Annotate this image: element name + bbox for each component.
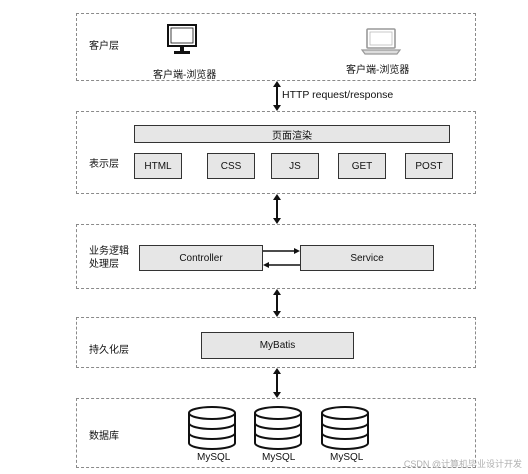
service-box: Service bbox=[300, 245, 434, 271]
js-box: JS bbox=[271, 153, 319, 179]
database-cylinder-icon bbox=[187, 406, 237, 455]
db-label-3: MySQL bbox=[330, 452, 364, 463]
business-layer-label-line1: 业务逻辑 bbox=[89, 246, 129, 257]
client-layer-label: 客户层 bbox=[89, 41, 119, 52]
db-label-1: MySQL bbox=[197, 452, 231, 463]
database-cylinder-icon bbox=[253, 406, 303, 455]
html-box: HTML bbox=[134, 153, 182, 179]
desktop-client-label: 客户端-浏览器 bbox=[153, 70, 217, 81]
persistence-database-arrow bbox=[273, 368, 281, 398]
http-label: HTTP request/response bbox=[282, 89, 394, 101]
business-persistence-arrow bbox=[273, 289, 281, 317]
get-box: GET bbox=[338, 153, 386, 179]
persistence-layer-label: 持久化层 bbox=[89, 345, 129, 356]
database-layer-label: 数据库 bbox=[89, 431, 119, 442]
controller-box: Controller bbox=[139, 245, 263, 271]
css-box: CSS bbox=[207, 153, 255, 179]
laptop-client-label: 客户端-浏览器 bbox=[346, 65, 410, 76]
controller-service-arrows bbox=[263, 248, 300, 268]
laptop-icon bbox=[359, 26, 403, 61]
presentation-layer-label: 表示层 bbox=[89, 159, 119, 170]
database-cylinder-icon bbox=[320, 406, 370, 455]
presentation-business-arrow bbox=[273, 194, 281, 224]
business-layer-label-line2: 处理层 bbox=[89, 259, 119, 270]
persistence-layer: 持久化层 MyBatis bbox=[76, 317, 476, 368]
db-label-2: MySQL bbox=[262, 452, 296, 463]
presentation-layer: 表示层 页面渲染 HTML CSS JS GET POST bbox=[76, 111, 476, 194]
watermark: CSDN @计算机毕业设计开发 bbox=[403, 459, 522, 469]
post-box: POST bbox=[405, 153, 453, 179]
mybatis-box: MyBatis bbox=[201, 332, 354, 359]
http-connector-arrow bbox=[273, 81, 281, 111]
page-render-box: 页面渲染 bbox=[134, 125, 450, 143]
business-logic-layer: 业务逻辑 处理层 Controller Service bbox=[76, 224, 476, 289]
database-layer: 数据库 MySQL MySQL MySQL bbox=[76, 398, 476, 468]
desktop-monitor-icon bbox=[164, 22, 200, 63]
client-layer: 客户层 客户端-浏览器 客户端-浏览器 bbox=[76, 13, 476, 81]
